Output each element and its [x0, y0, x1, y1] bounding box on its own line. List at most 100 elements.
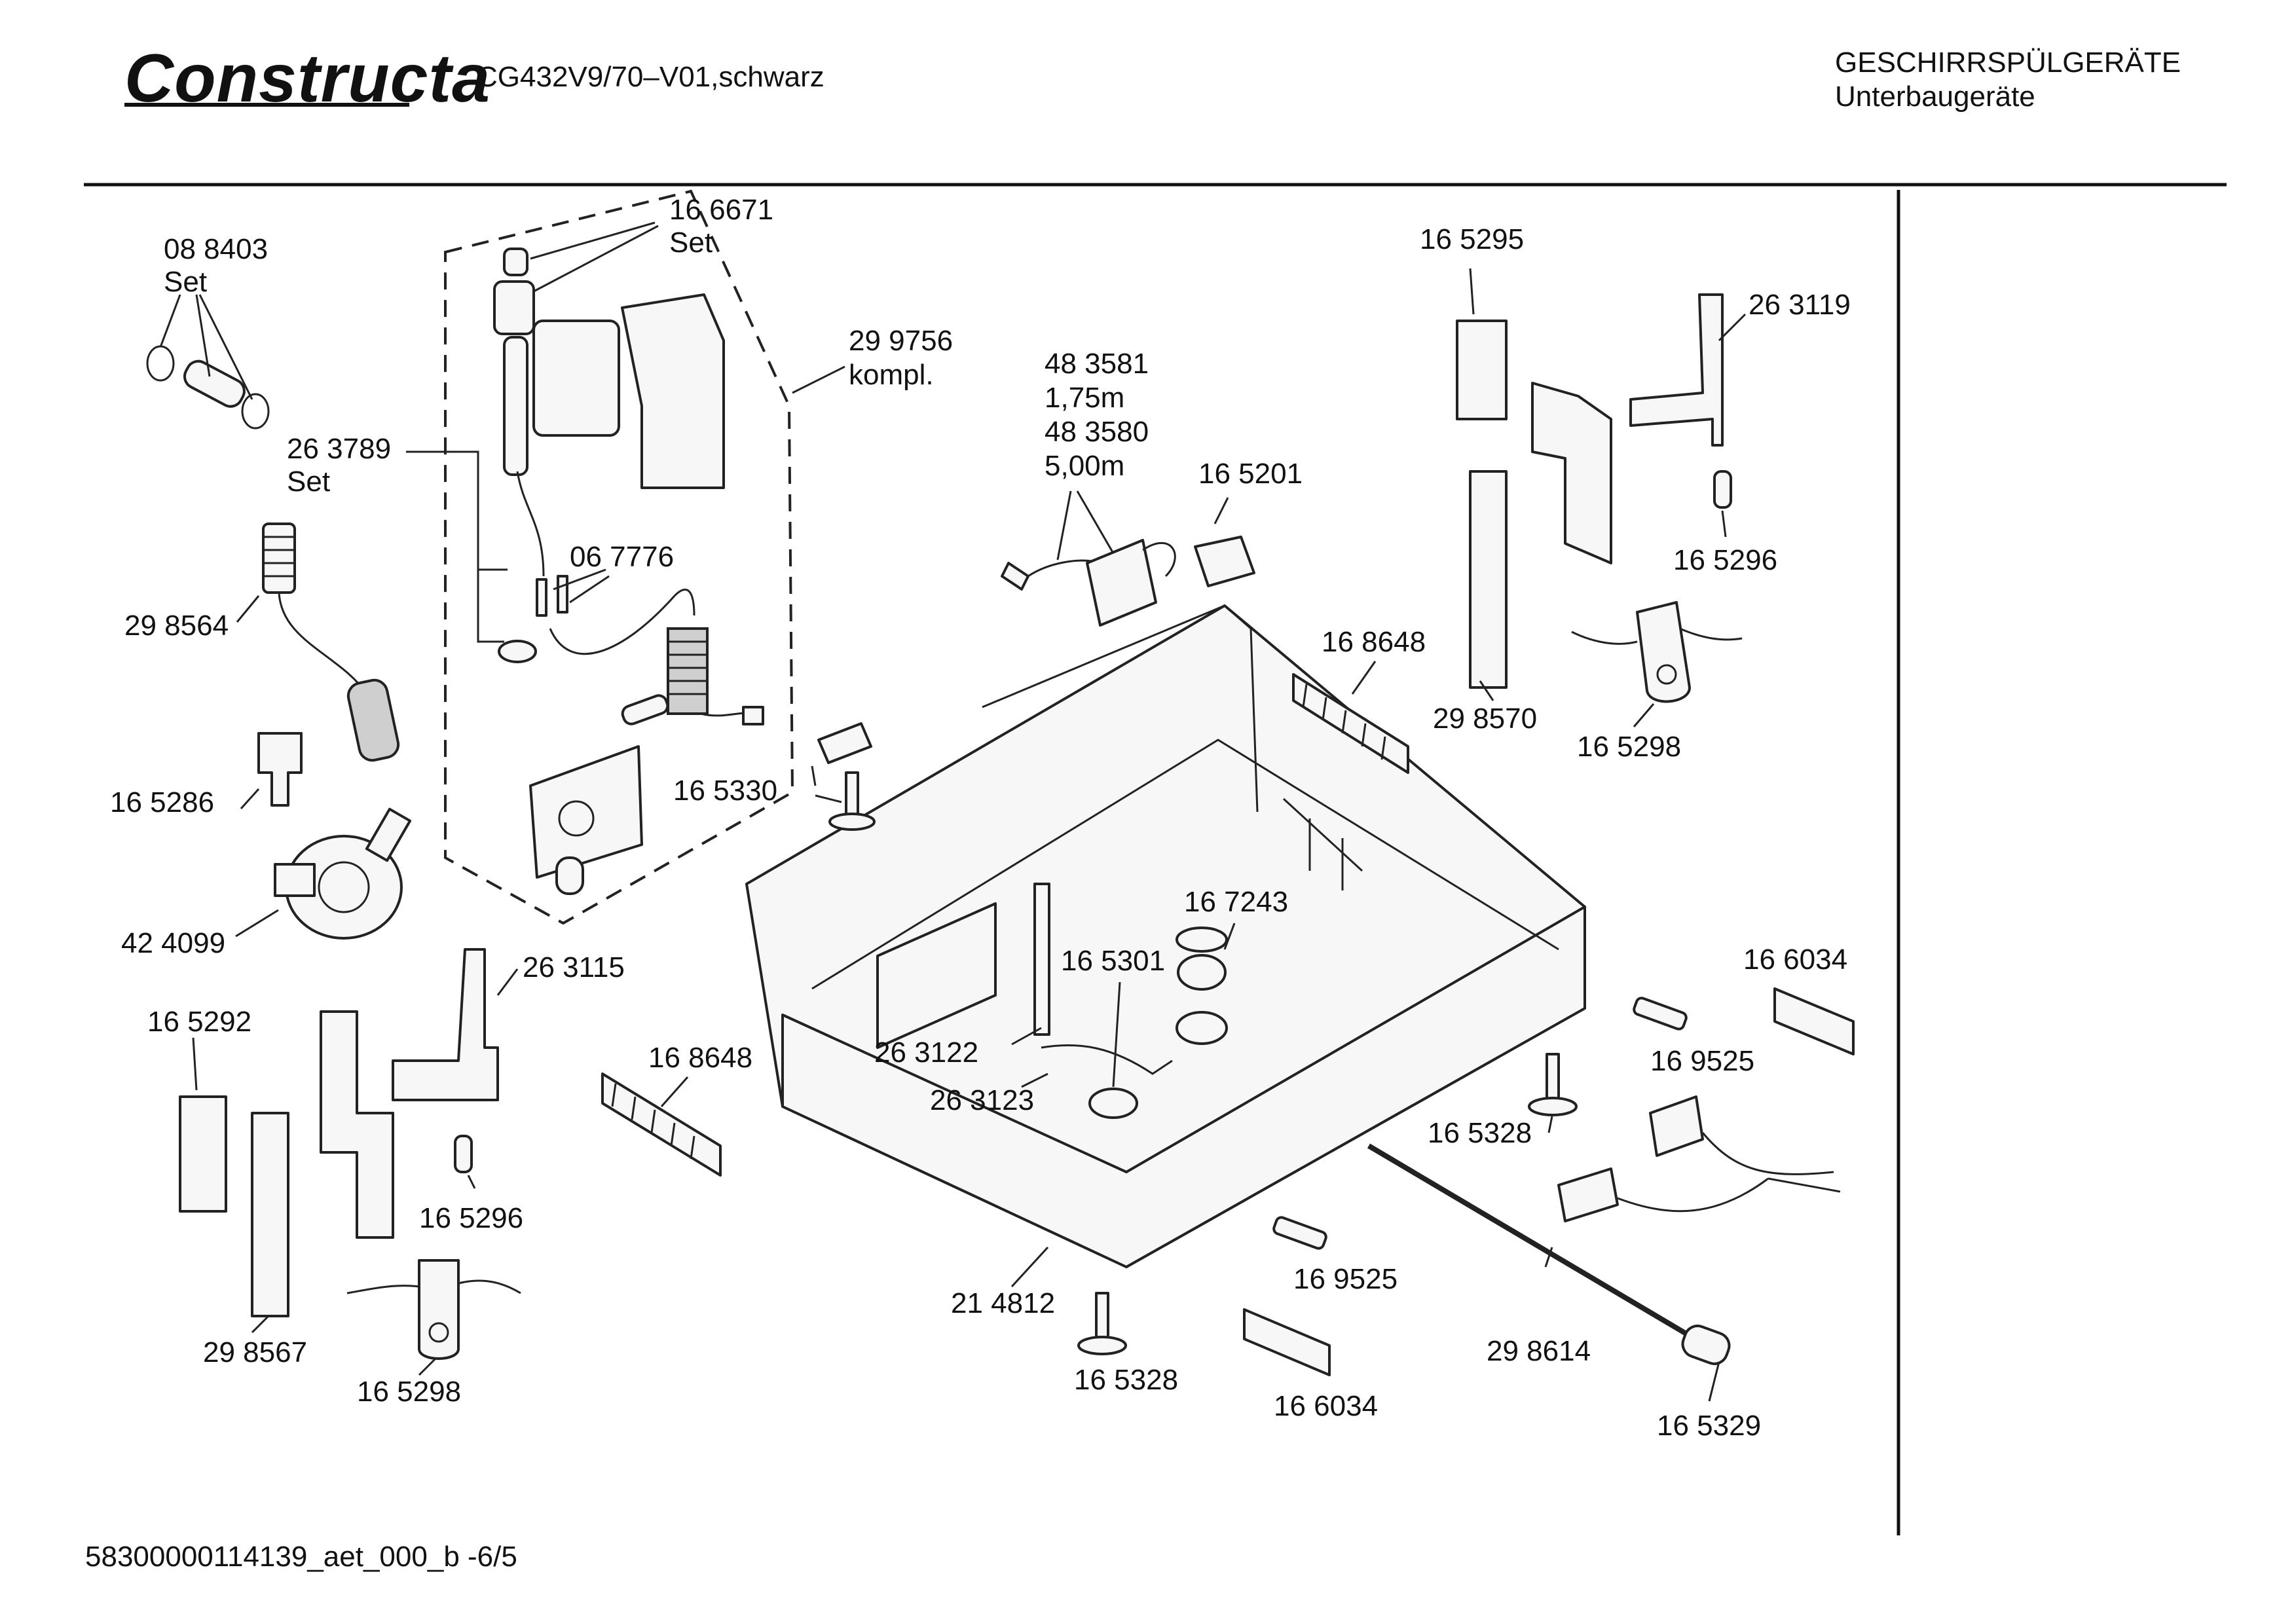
label-167243: 16 7243 [1184, 886, 1288, 918]
label-165295: 16 5295 [1420, 223, 1524, 255]
microswitch-cover-left [179, 1095, 227, 1213]
seal-ring-set [1176, 926, 1228, 1045]
microswitch-right-body [1636, 601, 1691, 703]
leader-263122 [1011, 1027, 1042, 1046]
microswitch-left-wires [346, 1279, 521, 1294]
drain-hose-coil [346, 678, 400, 762]
leader-165328-right [1547, 1116, 1553, 1133]
harness-connector-b [1649, 1095, 1704, 1157]
hose-clamp-set [146, 345, 270, 430]
leader-165301 [1112, 981, 1121, 1088]
screw-head [828, 813, 876, 831]
part-labels: 08 8403 Set 16 6671 Set 29 9756 kompl. 2… [110, 194, 1851, 1442]
label-298567: 29 8567 [203, 1336, 307, 1368]
mains-cable [1001, 539, 1176, 627]
lever-bracket-right-plate [1629, 293, 1724, 447]
label-165301: 16 5301 [1061, 945, 1165, 977]
model-number: CG432V9/70–V01,schwarz [477, 61, 824, 93]
lever-clip-right [1713, 470, 1732, 509]
bolts [1272, 997, 1688, 1250]
label-166034-right: 16 6034 [1743, 943, 1847, 976]
base-tub-front-wall [781, 906, 1586, 1268]
lever-clip-left [454, 1135, 473, 1173]
foot-screw-center-head [1077, 1336, 1127, 1355]
inlet-fitting [498, 640, 537, 663]
label-263122: 26 3122 [874, 1036, 978, 1069]
leader-lines [159, 221, 1747, 1402]
label-424099: 42 4099 [121, 927, 225, 959]
bolt-center [1272, 1216, 1327, 1250]
label-166671-note: Set [669, 227, 713, 259]
cable-guide-right [1773, 987, 1855, 1055]
hose-clamp-right [241, 393, 270, 430]
corrugated-hose-ribs [263, 536, 295, 577]
leader-165298-left [418, 1357, 437, 1376]
label-165201: 16 5201 [1198, 458, 1303, 490]
drain-pump-inlet [365, 807, 412, 862]
leader-088403 [159, 294, 253, 400]
label-298614: 29 8614 [1487, 1335, 1591, 1367]
label-165298-left: 16 5298 [357, 1376, 461, 1408]
label-214812: 21 4812 [951, 1287, 1055, 1319]
seal-ring-bottom [1176, 1011, 1228, 1045]
label-483581: 48 3581 [1045, 348, 1149, 380]
screw-shaft [845, 771, 859, 820]
label-088403-note: Set [164, 266, 207, 298]
lever-bracket-left-plate [392, 948, 499, 1101]
leader-263789 [406, 450, 508, 643]
microswitch-cover-right [1456, 320, 1508, 420]
water-hose-coil-ribs [668, 627, 707, 695]
label-483580: 48 3580 [1045, 416, 1149, 448]
hose-plug [742, 706, 764, 725]
label-165292: 16 5292 [147, 1006, 251, 1038]
foot-screw-center-shaft [1095, 1292, 1109, 1344]
hose-holder [257, 732, 303, 807]
label-165296-right: 16 5296 [1673, 544, 1777, 576]
label-263789: 26 3789 [287, 433, 391, 465]
label-169525-center: 16 9525 [1293, 1263, 1398, 1295]
switch-bracket-left [179, 1010, 394, 1317]
foot-screw-right-head [1528, 1097, 1578, 1116]
microswitch-right-pivot [1656, 664, 1677, 685]
label-169525-right: 16 9525 [1650, 1045, 1754, 1077]
cable-clip-body [817, 722, 872, 764]
label-483580-note: 5,00m [1045, 450, 1124, 482]
switch-bracket-right-plate [1531, 382, 1612, 564]
leader-424099 [235, 909, 279, 938]
rod-end-cap [1681, 1325, 1731, 1365]
bolt-right [1633, 997, 1688, 1031]
leader-263119 [1718, 313, 1747, 342]
label-298564: 29 8564 [124, 610, 229, 642]
leader-168648-right [1351, 661, 1377, 695]
foot-screws [1077, 1053, 1578, 1355]
sensor-cable [549, 589, 695, 655]
leader-165296-left [467, 1175, 476, 1189]
base-tub-window [876, 902, 997, 1049]
heater-rail-left-bar [601, 1072, 722, 1177]
mains-cable-plug [1001, 562, 1029, 591]
foot-screw-right-shaft [1546, 1053, 1560, 1105]
terminal-block [1194, 536, 1255, 587]
kit-boundary [444, 189, 794, 925]
heater-rail-left-teeth [611, 1083, 695, 1160]
leader-298567 [251, 1315, 270, 1334]
leader-166671 [530, 221, 659, 293]
leader-165286 [240, 788, 260, 810]
leader-299756 [792, 365, 845, 394]
label-299756: 29 9756 [849, 325, 953, 357]
drain-pump-impeller [318, 861, 370, 913]
seal-ring-top [1176, 926, 1228, 953]
drain-pump-outlet [274, 863, 316, 897]
cable-guides [1243, 987, 1855, 1376]
harness-wires [1617, 1132, 1841, 1213]
base-tub-ribs [1282, 797, 1363, 890]
leader-165295 [1469, 268, 1475, 315]
leader-214812 [1010, 1246, 1049, 1288]
leader-165329 [1708, 1361, 1720, 1402]
label-165296-left: 16 5296 [419, 1202, 523, 1234]
label-263115: 26 3115 [523, 951, 625, 983]
corrugated-hose [262, 522, 400, 762]
base-tub-floor-edge [811, 739, 1559, 990]
leader-165296-right [1721, 510, 1727, 538]
